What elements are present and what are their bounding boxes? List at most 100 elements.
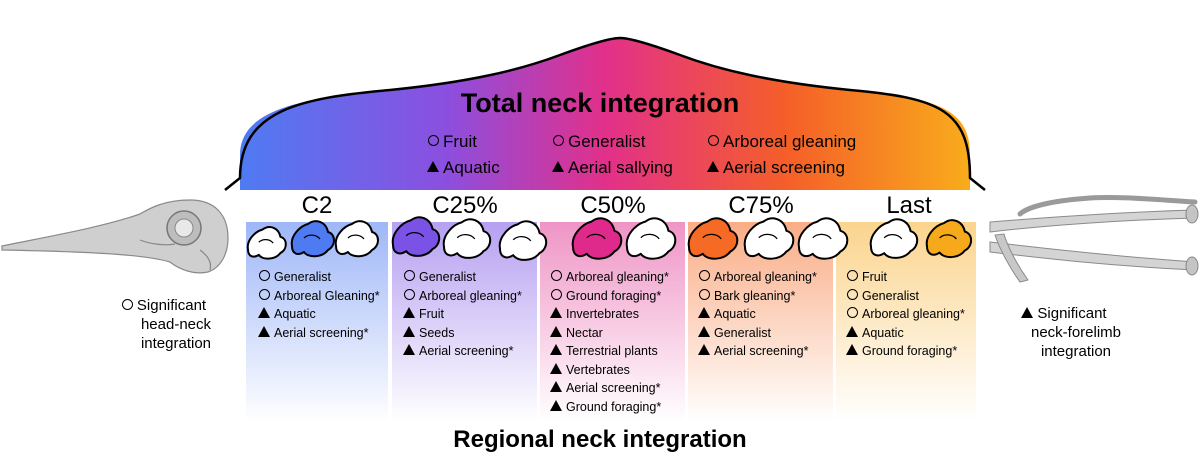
list-item-label: Ground foraging* (566, 288, 662, 303)
list-item-label: Arboreal gleaning* (862, 307, 965, 321)
list-item: Aquatic (697, 305, 817, 324)
legend-head-neck-line3: integration (140, 335, 212, 352)
list-item: Vertebrates (549, 361, 669, 380)
triangle-marker-icon (706, 158, 720, 178)
legend-head-neck-line1: Significant (136, 297, 207, 314)
total-item: Generalist (551, 132, 645, 152)
list-item-label: Fruit (862, 270, 887, 284)
list-item: Generalist (257, 268, 380, 287)
vertebra-detail (258, 238, 274, 244)
triangle-marker-icon (426, 158, 440, 178)
regional-integration-title: Regional neck integration (453, 426, 747, 453)
panel-label-c50: C50% (580, 192, 646, 219)
circle-marker-icon (551, 132, 565, 152)
list-item: Ground foraging* (845, 342, 965, 361)
list-item: Aerial screening* (257, 324, 380, 343)
total-item: Aquatic (426, 158, 500, 178)
total-integration-title: Total neck integration (460, 88, 740, 118)
list-item-label: Ground foraging* (862, 344, 958, 358)
list-item-label: Terrestrial plants (566, 344, 658, 358)
legend-head-neck: Significant head-neck integration (94, 296, 234, 353)
triangle-marker-icon (402, 305, 416, 324)
triangle-marker-icon (845, 342, 859, 361)
forelimb-bones-icon (989, 194, 1199, 283)
list-item: Invertebrates (549, 305, 669, 324)
circle-marker-icon (845, 268, 859, 287)
total-item: Aerial screening (706, 158, 845, 178)
triangle-marker-icon (549, 342, 563, 361)
triangle-marker-icon (1021, 304, 1034, 323)
circle-marker-icon (257, 268, 271, 287)
vertebra-detail (405, 231, 425, 238)
list-item: Aquatic (845, 324, 965, 343)
list-item-label: Invertebrates (566, 307, 639, 321)
total-item-label: Aquatic (443, 158, 500, 177)
list-item: Aquatic (257, 305, 380, 324)
triangle-marker-icon (549, 361, 563, 380)
list-item: Bark gleaning* (697, 287, 817, 306)
vertebra-detail (883, 233, 903, 240)
vertebra-icon (334, 220, 379, 258)
triangle-marker-icon (257, 305, 271, 324)
triangle-marker-icon (697, 324, 711, 343)
vertebra-icon (391, 216, 441, 257)
list-item: Arboreal Gleaning* (257, 287, 380, 306)
total-item-label: Aerial screening (723, 158, 845, 177)
vertebra-detail (303, 234, 321, 240)
triangle-marker-icon (402, 324, 416, 343)
vertebra-icon (290, 220, 335, 258)
list-item-label: Generalist (274, 270, 331, 284)
list-item: Generalist (402, 268, 522, 287)
vertebra-detail (586, 233, 606, 240)
list-item: Aerial screening* (549, 379, 669, 398)
vertebra-icon (246, 226, 287, 260)
list-item-label: Aerial screening* (714, 344, 809, 358)
list-item-label: Fruit (419, 307, 444, 321)
list-item-label: Aquatic (274, 307, 316, 321)
list-item-label: Aquatic (714, 307, 756, 321)
list-item-label: Aquatic (862, 325, 904, 340)
circle-marker-icon (697, 287, 711, 306)
triangle-marker-icon (549, 324, 563, 343)
list-item-label: Aerial screening* (274, 325, 369, 340)
vertebra-icon (442, 218, 492, 259)
circle-marker-icon (845, 287, 859, 306)
triangle-marker-icon (697, 305, 711, 324)
list-item-label: Aerial screening* (419, 344, 514, 358)
vertebra-detail (512, 235, 532, 242)
vertebra-icon (869, 218, 919, 259)
triangle-marker-icon (257, 324, 271, 343)
list-item: Aerial screening* (697, 342, 817, 361)
panel-label-c25: C25% (432, 192, 498, 219)
list-item: Generalist (697, 324, 817, 343)
list-item: Terrestrial plants (549, 342, 669, 361)
list-item-label: Arboreal Gleaning* (274, 288, 380, 303)
hump-outline (224, 36, 986, 191)
panel-label-c2: C2 (301, 192, 333, 219)
list-item-label: Aerial screening* (566, 381, 661, 395)
list-item-label: Generalist (714, 325, 771, 340)
total-item-label: Aerial sallying (568, 158, 673, 177)
total-item-label: Fruit (443, 132, 477, 151)
list-item: Nectar (549, 324, 669, 343)
circle-marker-icon (121, 296, 133, 315)
list-item-label: Seeds (419, 325, 455, 340)
list-item-label: Bark gleaning* (714, 288, 796, 303)
total-item: Arboreal gleaning (706, 132, 856, 152)
vertebra-icon (687, 217, 739, 260)
list-item-label: Arboreal gleaning* (566, 270, 669, 284)
vertebra-detail (939, 234, 957, 240)
total-integration-hump (240, 38, 970, 190)
vertebra-icon (625, 217, 677, 260)
list-item: Arboreal gleaning* (697, 268, 817, 287)
total-item: Aerial sallying (551, 158, 673, 178)
list-item: Ground foraging* (549, 398, 669, 417)
triangle-marker-icon (845, 324, 859, 343)
circle-marker-icon (697, 268, 711, 287)
list-item-label: Arboreal gleaning* (714, 270, 817, 284)
list-item-label: Ground foraging* (566, 399, 662, 414)
